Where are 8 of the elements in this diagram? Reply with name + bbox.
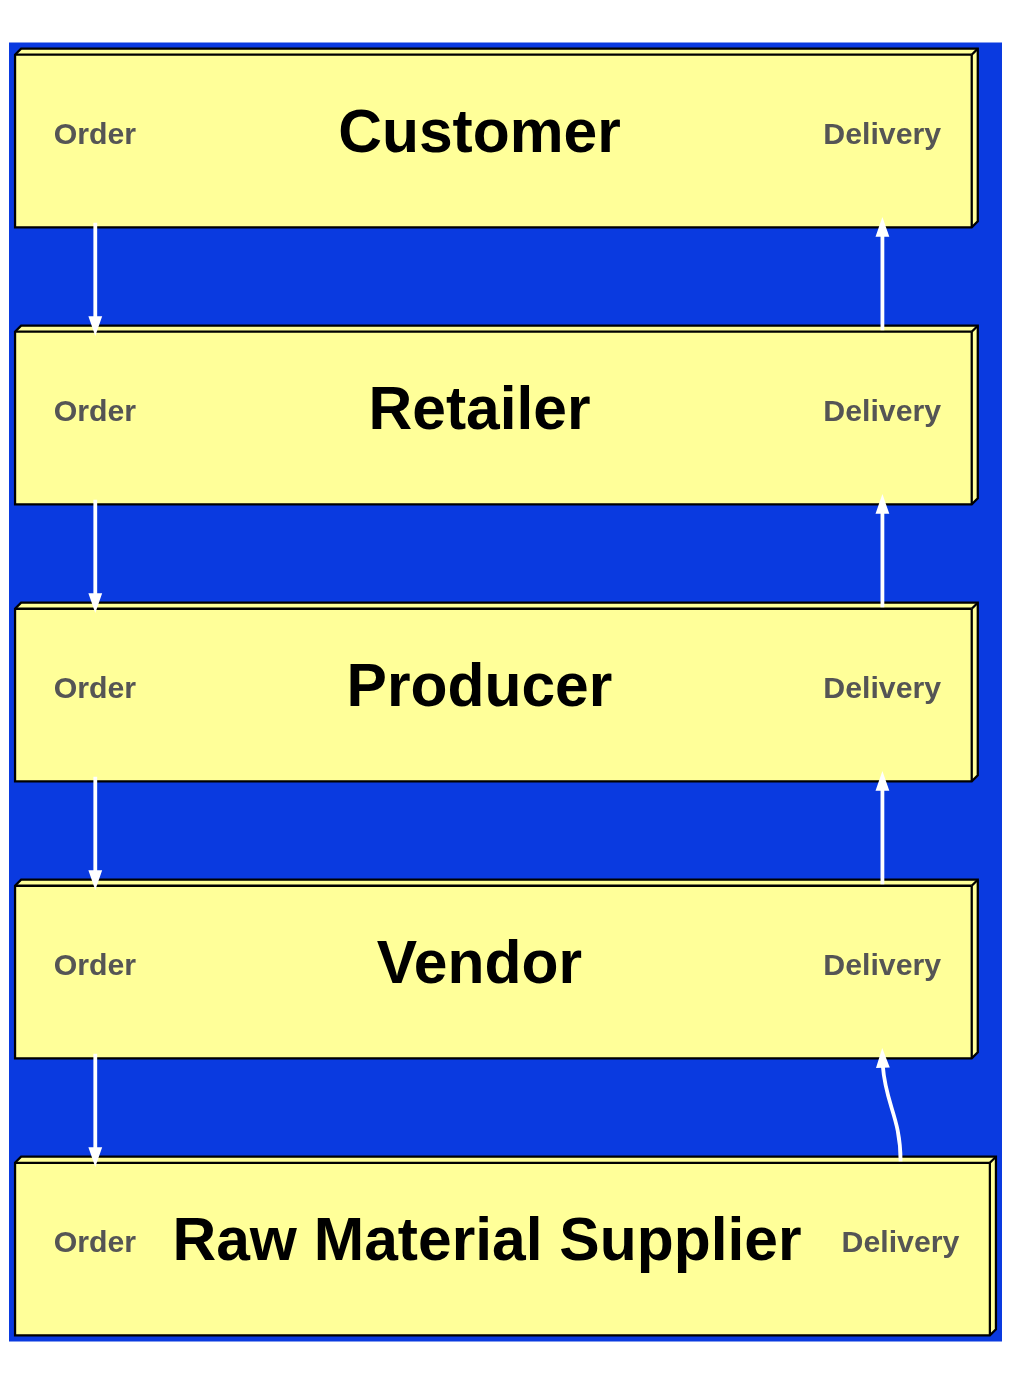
arrow [875,771,889,885]
arrow [87,222,102,336]
arrow [87,1053,102,1167]
arrow [87,776,102,890]
arrow [87,499,102,613]
arrow [875,217,889,331]
arrow [875,1048,902,1162]
arrow [875,494,889,608]
